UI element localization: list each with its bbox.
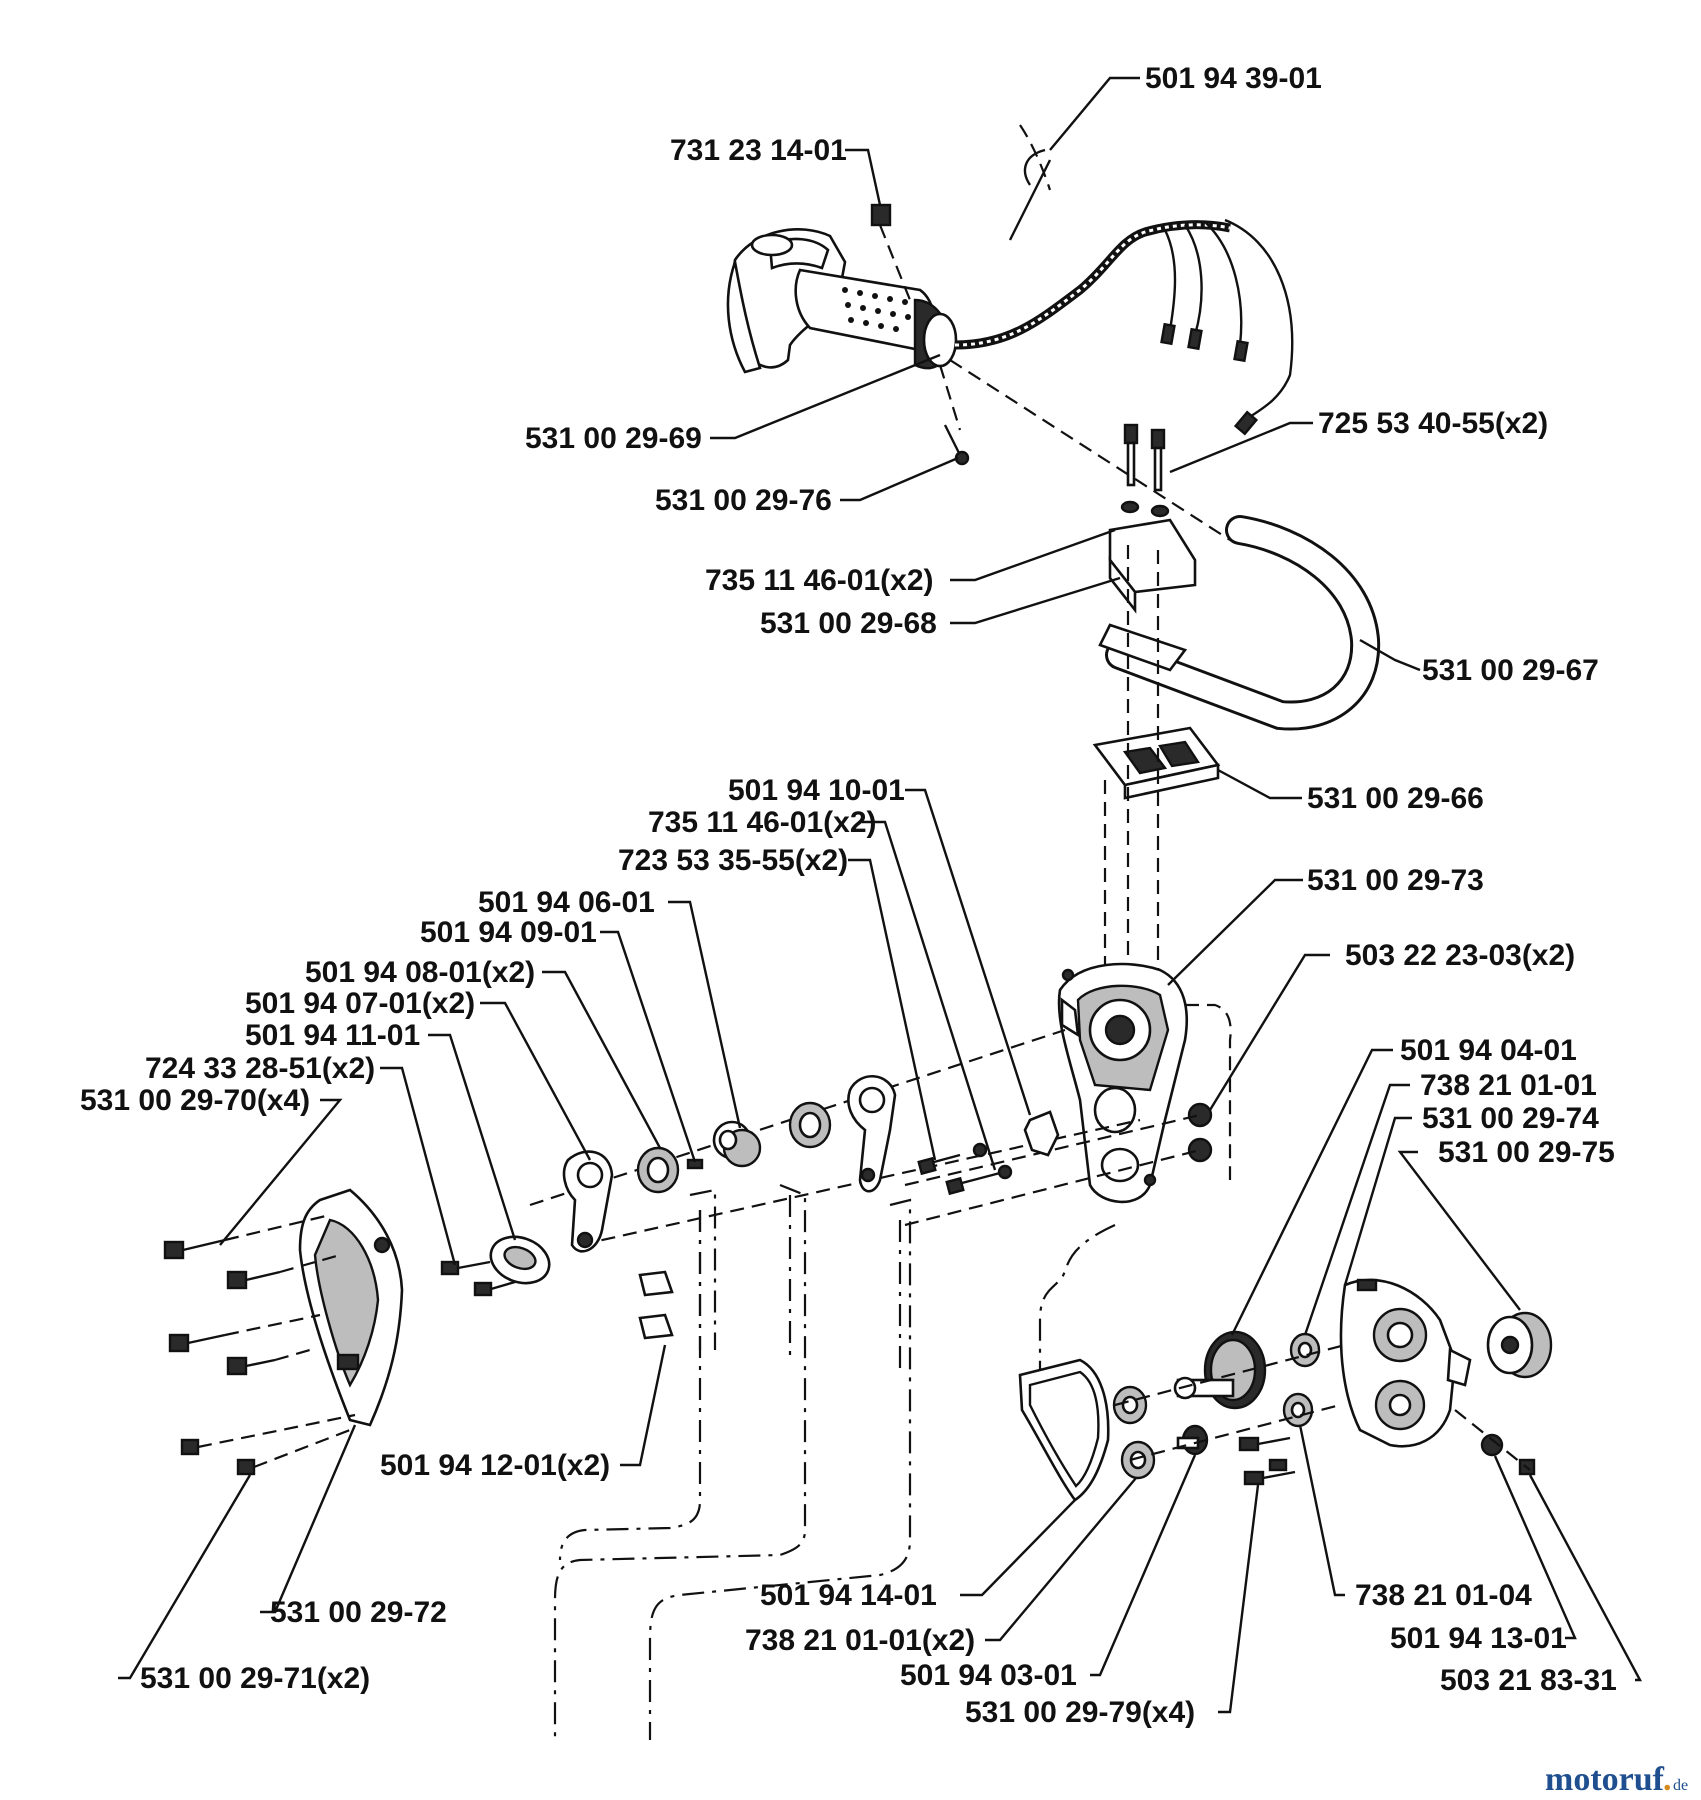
watermark-text-tld: de <box>1673 1777 1688 1794</box>
label-724332851: 724 33 28-51(x2) <box>145 1052 375 1085</box>
label-501940601: 501 94 06-01 <box>478 886 655 919</box>
gasket-501941401 <box>1018 1358 1110 1502</box>
clips-501941201 <box>638 1270 674 1340</box>
watermark-text-dot: . <box>1663 1761 1672 1798</box>
label-738210101: 738 21 01-01 <box>1420 1069 1597 1102</box>
gear-cover-531002974 <box>1339 1278 1472 1448</box>
screws-531002971 <box>180 1438 256 1476</box>
leader-lines <box>118 76 1643 1714</box>
bearing-738210104 <box>1282 1392 1314 1428</box>
label-531002973: 531 00 29-73 <box>1307 864 1484 897</box>
label-503218331: 503 21 83-31 <box>1440 1664 1617 1697</box>
label-501940801: 501 94 08-01(x2) <box>305 956 535 989</box>
label-723533555: 723 53 35-55(x2) <box>618 844 848 877</box>
screws-531002979 <box>1238 1436 1296 1486</box>
cover-531002972 <box>298 1188 404 1427</box>
label-531002972: 531 00 29-72 <box>270 1596 447 1629</box>
label-531002975: 531 00 29-75 <box>1438 1136 1615 1169</box>
label-501941401: 501 94 14-01 <box>760 1579 937 1612</box>
watermark-text-main: motoruf <box>1545 1761 1665 1798</box>
cover-plate-501941101 <box>489 1235 551 1285</box>
wire-harness <box>954 218 1294 436</box>
label-531002976: 531 00 29-76 <box>655 484 832 517</box>
lock-plate-501941001 <box>972 1110 1060 1180</box>
screws-531002970 <box>163 1238 281 1376</box>
part-labels: 501 94 39-01 731 23 14-01 531 00 29-69 5… <box>80 62 1617 1729</box>
label-735114601-mid: 735 11 46-01(x2) <box>648 806 877 839</box>
spark-cable-clip <box>1008 124 1052 241</box>
screws-735114601 <box>917 1153 1001 1196</box>
label-531002971: 531 00 29-71(x2) <box>140 1662 370 1695</box>
ring-501940801 <box>636 1146 680 1194</box>
bracket-531002968 <box>1108 518 1197 614</box>
label-531002968: 531 00 29-68 <box>760 607 937 640</box>
screws-725534055 <box>1123 423 1166 492</box>
grip-texture <box>842 287 911 332</box>
gear-housing-531002973 <box>1057 962 1189 1204</box>
dashdot-left-channels <box>553 1183 912 1740</box>
screw-731231401 <box>870 203 892 227</box>
throttle-handle <box>726 228 958 374</box>
label-531002969: 531 00 29-69 <box>525 422 702 455</box>
nut-501941301 <box>1480 1433 1504 1457</box>
label-735114601-top: 735 11 46-01(x2) <box>705 564 934 597</box>
screws-724332851 <box>440 1260 516 1297</box>
label-501941101: 501 94 11-01 <box>245 1019 420 1052</box>
gear-501940401 <box>1173 1330 1267 1410</box>
cap-531002975 <box>1486 1311 1553 1379</box>
lever-501940701 <box>562 1150 614 1253</box>
watermark-logo: motoruf . de <box>1545 1761 1688 1798</box>
label-531002979: 531 00 29-79(x4) <box>965 1696 1195 1729</box>
bushing-501940601 <box>712 1120 762 1168</box>
nuts-503222303 <box>1187 1102 1213 1163</box>
label-501941201: 501 94 12-01(x2) <box>380 1449 610 1482</box>
bearing-738210101x2-b <box>1120 1440 1156 1480</box>
label-503222303: 503 22 23-03(x2) <box>1345 939 1575 972</box>
lever-723533555 <box>847 1074 897 1193</box>
label-501940901: 501 94 09-01 <box>420 916 597 949</box>
bearing-738210101 <box>1289 1332 1321 1368</box>
label-531002967: 531 00 29-67 <box>1422 654 1599 687</box>
loop-handle-531002967 <box>1098 515 1381 731</box>
label-501941301: 501 94 13-01 <box>1390 1622 1567 1655</box>
label-531002966: 531 00 29-66 <box>1307 782 1484 815</box>
label-731231401: 731 23 14-01 <box>670 134 847 167</box>
label-501940701: 501 94 07-01(x2) <box>245 987 475 1020</box>
label-501940301: 501 94 03-01 <box>900 1659 1077 1692</box>
label-501941001: 501 94 10-01 <box>728 774 905 807</box>
ring-501941001 <box>788 1101 832 1149</box>
label-531002970: 531 00 29-70(x4) <box>80 1084 310 1117</box>
label-531002974: 531 00 29-74 <box>1422 1102 1599 1135</box>
label-501940401: 501 94 04-01 <box>1400 1034 1577 1067</box>
label-725534055: 725 53 40-55(x2) <box>1318 407 1548 440</box>
label-738210101x2: 738 21 01-01(x2) <box>745 1624 975 1657</box>
clamp-531002966 <box>1092 726 1221 800</box>
label-738210104: 738 21 01-04 <box>1355 1579 1532 1612</box>
label-501943901: 501 94 39-01 <box>1145 62 1322 95</box>
